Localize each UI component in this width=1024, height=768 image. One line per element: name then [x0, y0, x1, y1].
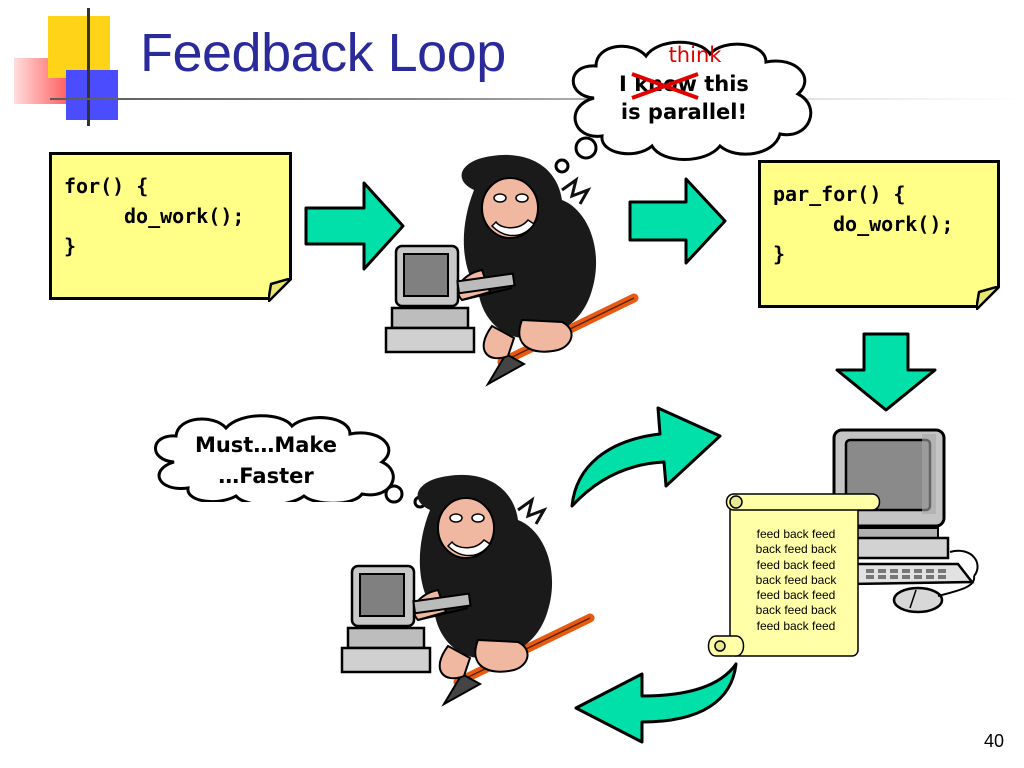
caveman-programmer-illustration	[340, 474, 595, 707]
caveman-programmer-illustration	[384, 154, 639, 387]
curved-arrow-down-icon	[574, 662, 738, 744]
crossed-word: know	[631, 70, 699, 100]
code-line: }	[773, 242, 786, 266]
arrow-right-icon	[628, 177, 727, 265]
title-decoration-yellow	[48, 16, 110, 78]
thought-bubble-bottom	[154, 414, 395, 502]
thought-word: I	[619, 72, 627, 96]
code-line: par_for() {	[773, 182, 906, 206]
curved-arrow-up-icon	[570, 406, 722, 508]
code-line: do_work();	[124, 204, 245, 228]
arrow-right-icon	[304, 181, 405, 271]
thought-text-top: think I know this is parallel!	[596, 44, 772, 126]
slide-title: Feedback Loop	[140, 23, 506, 83]
thought-bubble-tail	[554, 136, 598, 174]
thought-bubble-top	[571, 40, 813, 161]
title-decoration-line	[87, 8, 90, 126]
thought-line: Must…Make	[194, 433, 338, 457]
code-line: do_work();	[833, 212, 954, 236]
title-rule	[50, 98, 1024, 100]
note-fold-corner	[268, 278, 292, 302]
arrow-down-icon	[835, 332, 937, 412]
code-line: }	[64, 234, 77, 258]
code-note-sequential: for() { do_work(); }	[49, 152, 292, 300]
feedback-scroll	[707, 493, 881, 657]
strike-mark-icon	[631, 72, 699, 100]
page-number: 40	[983, 731, 1004, 751]
desktop-computer-illustration	[832, 428, 979, 614]
thought-line: is parallel!	[620, 100, 748, 124]
note-fold-corner	[976, 286, 1000, 310]
thought-line: …Faster	[218, 464, 314, 488]
scroll-text: feed back feed back feed back feed back …	[755, 527, 837, 633]
correction-word: think	[668, 43, 722, 67]
thought-text-bottom: Must…Make …Faster	[176, 430, 356, 492]
code-line: for() {	[64, 174, 149, 198]
code-note-parallel: par_for() { do_work(); }	[758, 160, 1000, 308]
thought-word: this	[704, 72, 749, 96]
title-decoration-blue	[66, 70, 118, 120]
